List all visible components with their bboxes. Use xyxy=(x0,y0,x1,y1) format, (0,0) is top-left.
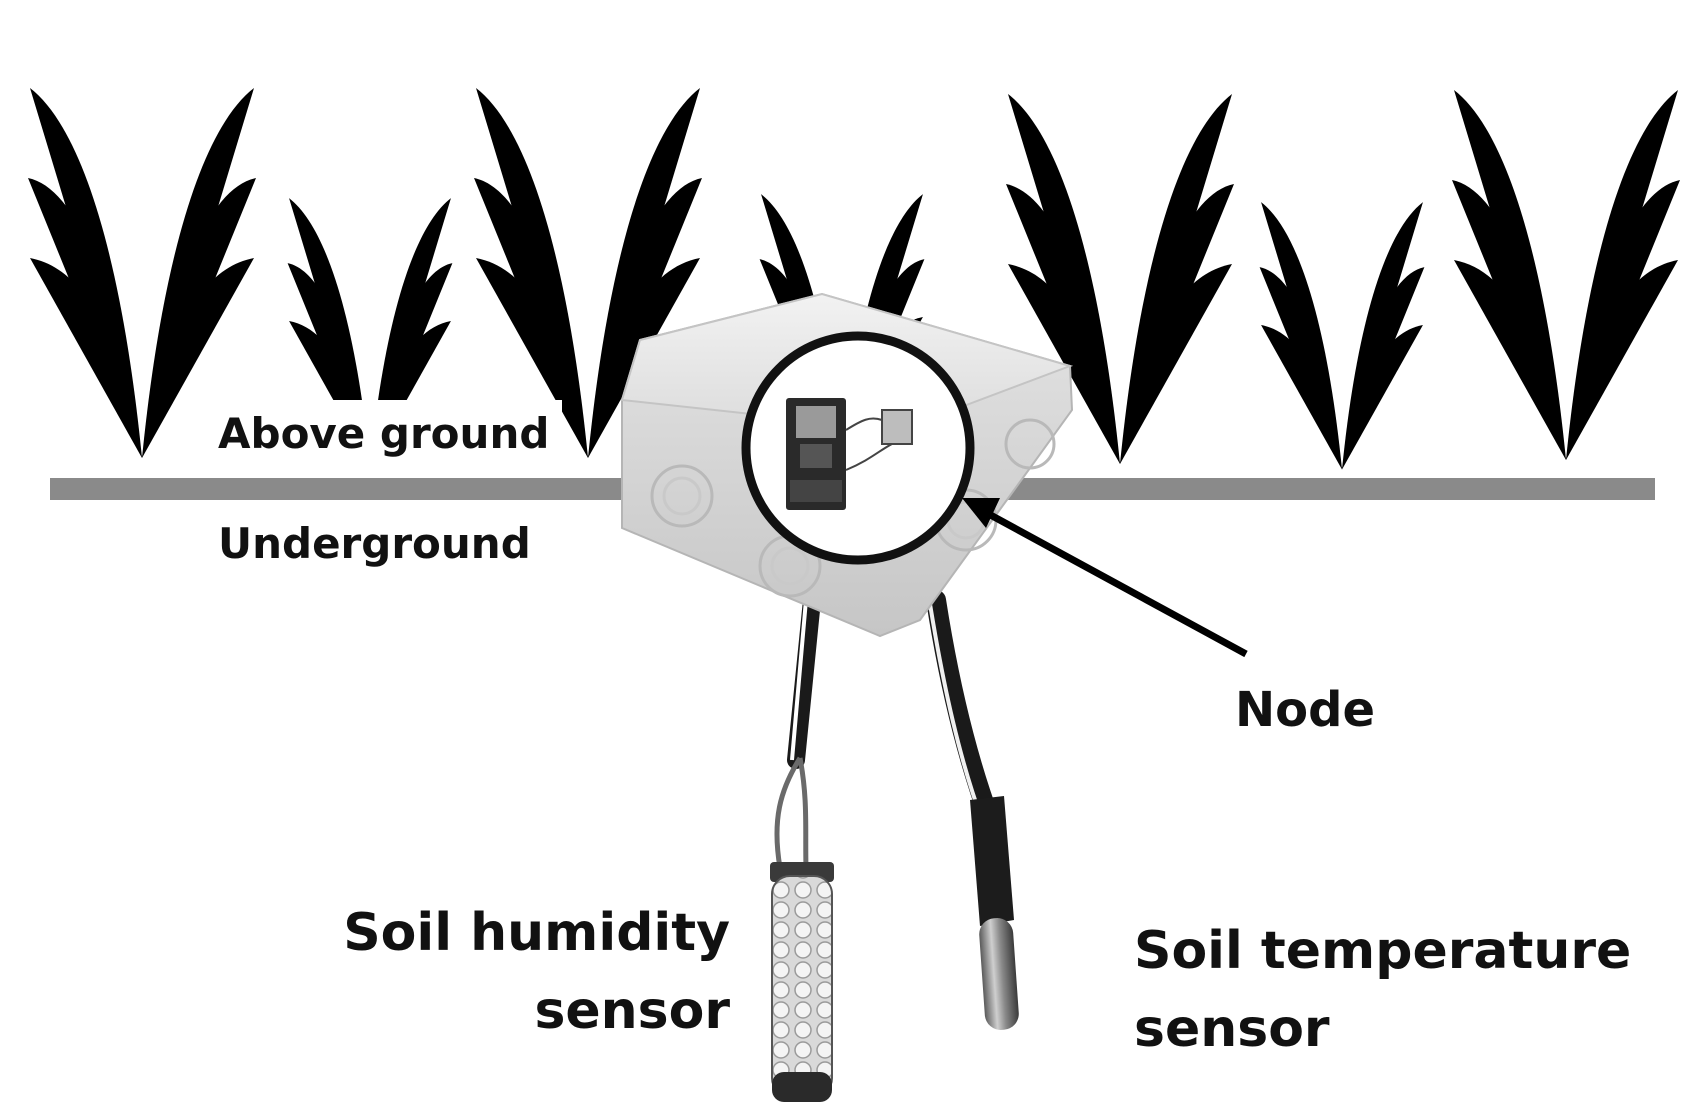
node-magnifier xyxy=(741,331,975,565)
soil-temperature-probe-icon xyxy=(970,796,1019,1030)
temperature-sensor-cable xyxy=(926,590,1000,830)
plant-dark-4 xyxy=(1452,50,1680,480)
plant-light-3 xyxy=(1259,173,1425,484)
above-ground-label: Above ground xyxy=(218,409,549,458)
soil-temperature-label-line1: Soil temperature xyxy=(1134,921,1631,981)
node-arrow xyxy=(962,498,1248,658)
underground-label: Underground xyxy=(218,519,531,568)
soil-humidity-probe-icon xyxy=(770,862,834,1102)
node-label: Node xyxy=(1235,682,1375,738)
soil-temperature-label-line2: sensor xyxy=(1134,999,1330,1059)
soil-humidity-label-line1: Soil humidity xyxy=(343,903,730,963)
humidity-sensor-cable xyxy=(774,591,821,869)
soil-humidity-label-line2: sensor xyxy=(534,981,730,1041)
microcontroller-board-icon xyxy=(786,398,913,510)
above-ground-label-backdrop xyxy=(190,400,562,476)
